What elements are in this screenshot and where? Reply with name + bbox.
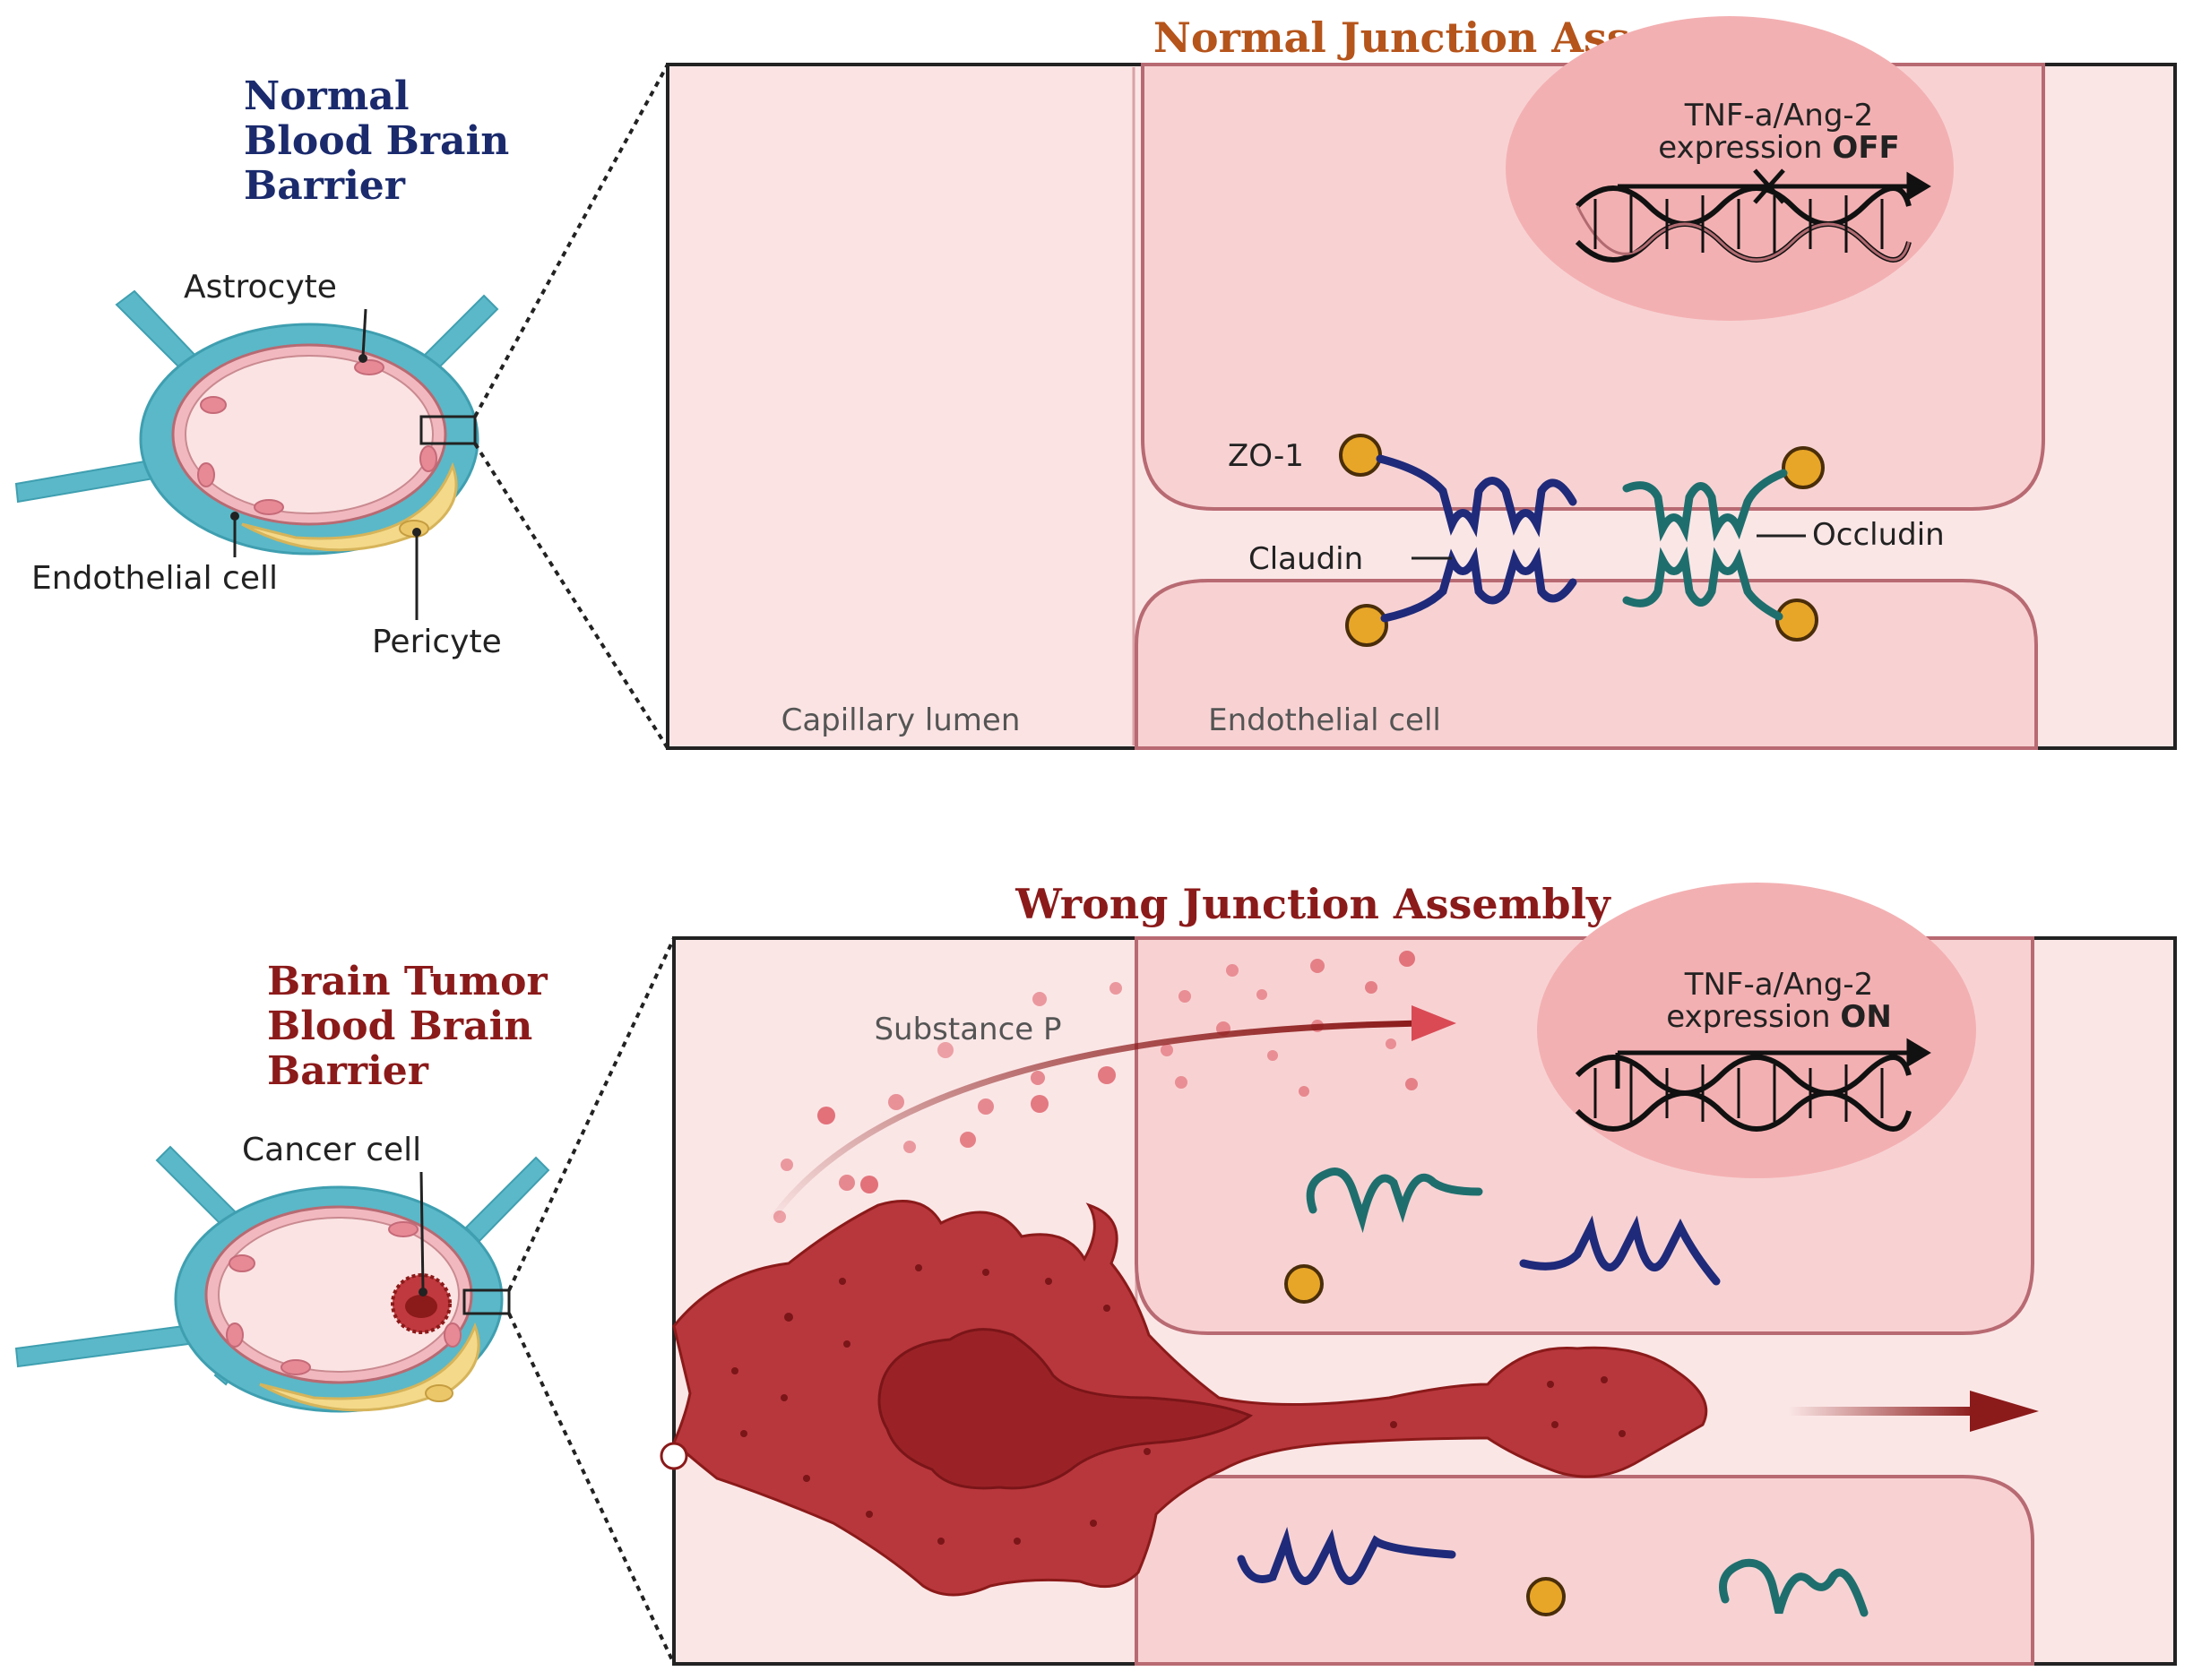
substance-p-arrow — [766, 1020, 1430, 1226]
large-cancer-nucleus — [877, 1328, 1254, 1490]
free-occludin-squiggles — [1306, 1167, 1869, 1617]
bottom-gene-line1: TNF-a/Ang-2 — [1684, 967, 1874, 1003]
top-dna-icon — [1575, 185, 1912, 263]
free-zo1-beads — [1284, 1264, 1566, 1616]
substance-p-arrowhead — [1412, 1005, 1456, 1041]
top-zo1-beads — [1339, 434, 1825, 647]
bottom-side-title-line3: Barrier — [267, 1048, 429, 1094]
top-lumen-area — [670, 67, 1134, 745]
bottom-zoom-box — [462, 1288, 511, 1315]
leader-cancer-cell — [419, 1171, 425, 1291]
bottom-side-title-line2: Blood Brain — [267, 1004, 532, 1049]
label-substance-p: Substance P — [874, 1012, 1061, 1047]
label-endothelial: Endothelial cell — [31, 560, 278, 597]
top-gene-line1: TNF-a/Ang-2 — [1684, 98, 1874, 134]
bottom-zoom-line-upper — [507, 937, 676, 1291]
tumor-vessel — [14, 1145, 550, 1413]
top-nucleus-disc — [1506, 16, 1954, 321]
bottom-nucleus-disc — [1537, 883, 1976, 1178]
endothelial-nuclei — [197, 359, 437, 515]
bottom-zoom-line-lower — [507, 1313, 676, 1665]
label-capillary-lumen: Capillary lumen — [781, 702, 1021, 738]
free-claudin-squiggles — [1237, 1215, 1721, 1585]
top-gene-line2: expression OFF — [1658, 130, 1900, 166]
substance-p-particles — [773, 951, 1418, 1223]
label-pericyte: Pericyte — [372, 624, 502, 660]
leader-astrocyte — [361, 308, 367, 358]
top-side-title-line1: Normal — [244, 73, 410, 119]
cancer-cell-dots — [731, 1264, 1626, 1545]
bottom-panel-title: Wrong Junction Assembly — [1014, 880, 1611, 928]
bottom-gene-line2: expression ON — [1666, 999, 1892, 1035]
top-zoom-line-upper — [473, 64, 669, 418]
bottom-lower-cell — [1135, 1475, 2034, 1666]
top-section: Normal Blood Brain Barrier — [14, 13, 2177, 750]
migration-arrowhead — [1970, 1391, 2039, 1432]
top-side-title-line3: Barrier — [244, 163, 406, 209]
large-cancer-cell — [672, 1200, 1708, 1597]
vessel-lumen — [185, 355, 434, 514]
top-zoom-line-lower — [473, 442, 669, 750]
top-zoom-box — [419, 415, 477, 445]
bottom-dna-icon — [1575, 1055, 1912, 1132]
bottom-panel: TNF-a/Ang-2 expression ON — [660, 883, 2177, 1666]
top-occludin-proteins — [1622, 469, 1788, 621]
top-panel: TNF-a/Ang-2 expression OFF — [666, 16, 2177, 750]
label-cancer-cell: Cancer cell — [242, 1132, 421, 1168]
label-occludin: Occludin — [1812, 517, 1945, 553]
tumor-pericyte-shape — [259, 1322, 480, 1412]
label-endothelial-cell-panel: Endothelial cell — [1208, 702, 1441, 738]
normal-vessel — [14, 289, 499, 556]
migration-arrow-shaft — [1788, 1407, 1976, 1416]
tumor-endothelial-nuclei — [226, 1221, 462, 1375]
top-claudin-proteins — [1376, 454, 1577, 623]
label-claudin: Claudin — [1248, 541, 1363, 577]
top-side-title-line2: Blood Brain — [244, 118, 509, 164]
tumor-vessel-lumen — [218, 1217, 460, 1373]
label-zo1: ZO-1 — [1228, 438, 1304, 474]
label-astrocyte: Astrocyte — [184, 269, 337, 306]
bottom-side-title-line1: Brain Tumor — [267, 959, 548, 1004]
bottom-section: Brain Tumor Blood Brain Barrier — [14, 880, 2177, 1666]
